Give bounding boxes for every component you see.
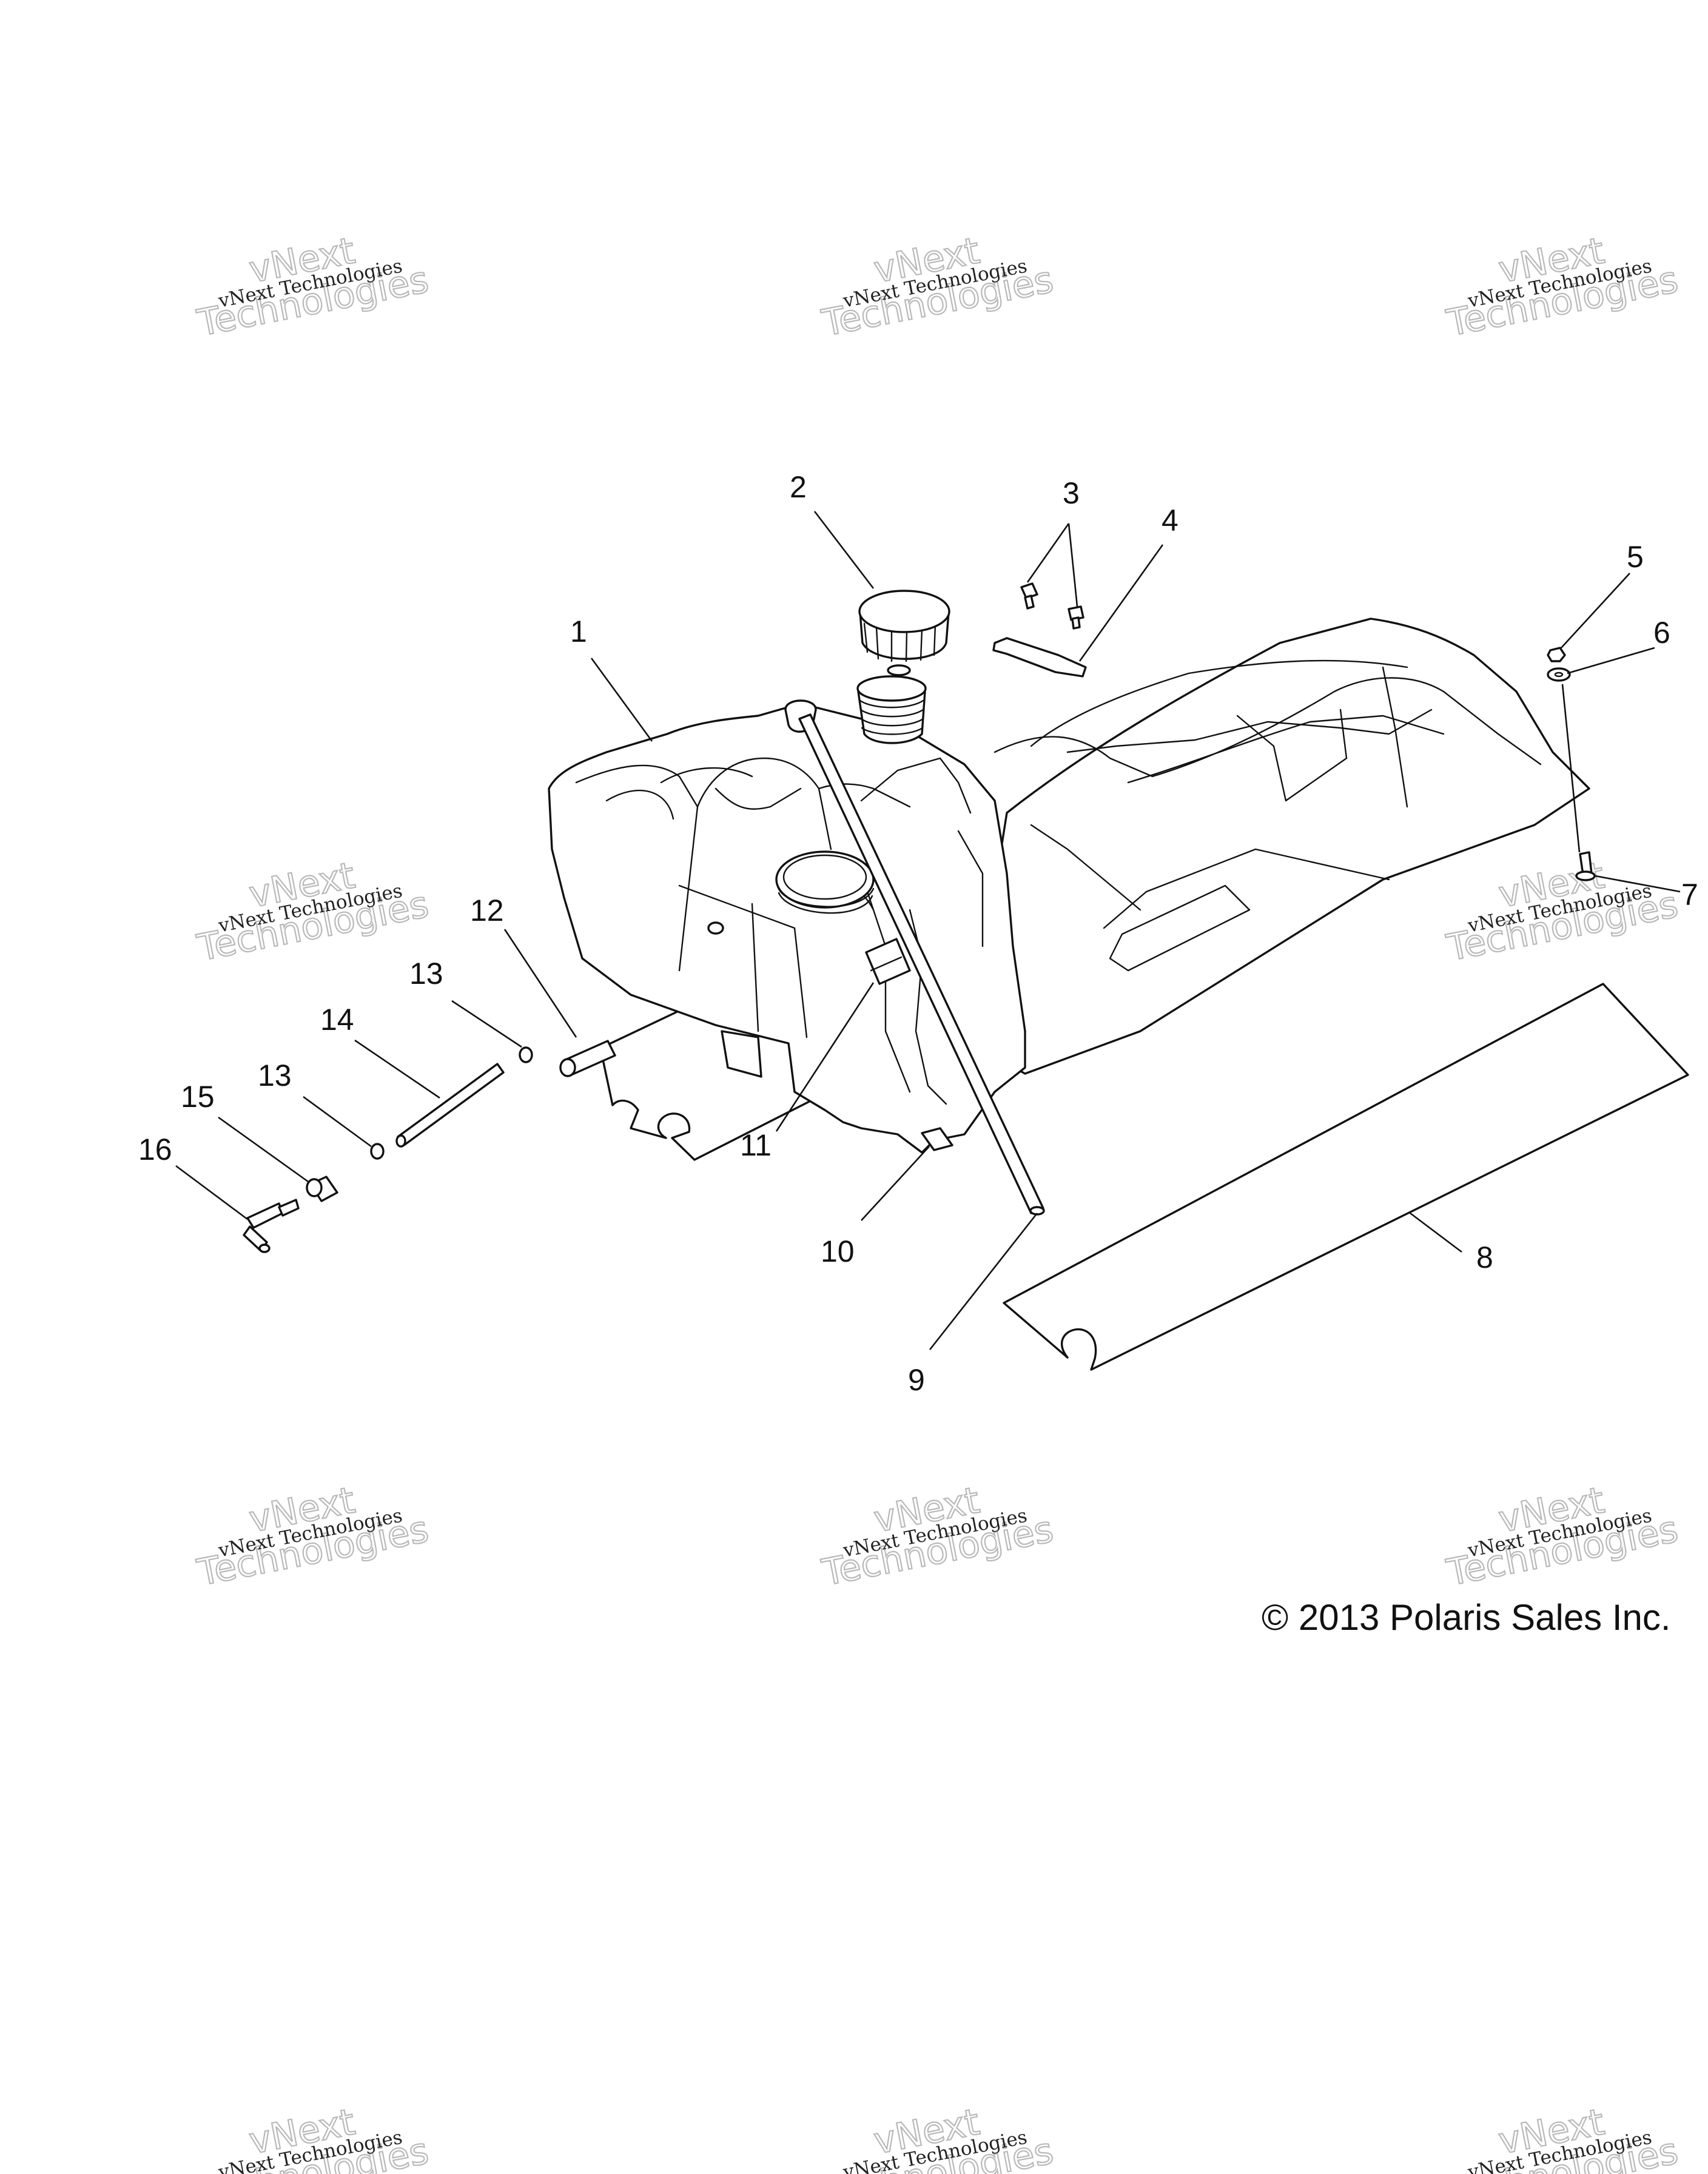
- callout-9: 9: [908, 1363, 925, 1397]
- fuel-tank-part-1: [548, 618, 1590, 1161]
- watermark-top-right: vNext Technologies vNext Technologies: [1442, 229, 1682, 345]
- watermark-low-right: vNext Technologies vNext Technologies: [1442, 1478, 1682, 1595]
- callout-10: 10: [821, 1234, 855, 1268]
- watermark-top-center: vNext Technologies vNext Technologies: [818, 229, 1057, 345]
- watermark-mid-right: vNext Technologies vNext Technologies: [1442, 853, 1682, 970]
- nut-part-5: [1547, 647, 1566, 662]
- callout-4: 4: [1162, 503, 1178, 537]
- callout-13b: 13: [258, 1058, 292, 1092]
- watermark-bottom-right: vNext Technologies vNext Technologies: [1442, 2100, 1682, 2174]
- washer-part-6: [1547, 667, 1571, 682]
- leader-lines: [175, 511, 1681, 1350]
- tank-tail: [969, 618, 1590, 1075]
- watermark-low-center: vNext Technologies vNext Technologies: [818, 1478, 1057, 1595]
- callout-12: 12: [470, 893, 504, 927]
- callout-16: 16: [138, 1132, 172, 1166]
- callout-14: 14: [320, 1003, 354, 1037]
- watermark-bottom-center: vNext Technologies vNext Technologies: [818, 2100, 1057, 2174]
- callout-2: 2: [790, 470, 807, 504]
- bolt-part-7: [1575, 851, 1596, 881]
- bolts-part-3: [1020, 582, 1084, 630]
- callout-13a: 13: [409, 957, 443, 991]
- callout-7: 7: [1681, 878, 1698, 912]
- callout-1: 1: [570, 614, 587, 648]
- watermark-mid-left: vNext Technologies vNext Technologies: [193, 853, 432, 970]
- callout-15: 15: [181, 1080, 215, 1114]
- bracket-part-4: [992, 637, 1087, 678]
- watermark-bottom-left: vNext Technologies vNext Technologies: [193, 2100, 432, 2174]
- callout-11: 11: [740, 1128, 772, 1162]
- hose-part-14: [397, 1063, 505, 1146]
- fuel-cap-part-2: [858, 590, 950, 676]
- tank-pad-left: [599, 1001, 820, 1161]
- retainer-part-10: [921, 1127, 953, 1151]
- callout-6: 6: [1653, 616, 1670, 650]
- callout-8: 8: [1476, 1240, 1493, 1274]
- fitting-part-12: [559, 1040, 616, 1077]
- valve-part-15: [306, 1176, 338, 1202]
- clamp-part-13a: [519, 1046, 533, 1063]
- clamp-part-13b: [370, 1143, 385, 1160]
- callout-5: 5: [1627, 540, 1644, 574]
- copyright-notice: © 2013 Polaris Sales Inc.: [1262, 1597, 1671, 1638]
- clamp-part-11: [865, 938, 911, 985]
- callout-3: 3: [1063, 476, 1080, 510]
- pad-part-8: [1003, 983, 1689, 1371]
- watermark-top-left: vNext Technologies vNext Technologies: [193, 229, 432, 345]
- tank-main-body: [548, 702, 1026, 1154]
- watermark-low-left: vNext Technologies vNext Technologies: [193, 1478, 432, 1595]
- callout-labels: 1 2 3 4 5 6 7 8 9 10 11 12 13 14 13 15 1…: [138, 470, 1698, 1397]
- elbow-part-16: [243, 1199, 300, 1253]
